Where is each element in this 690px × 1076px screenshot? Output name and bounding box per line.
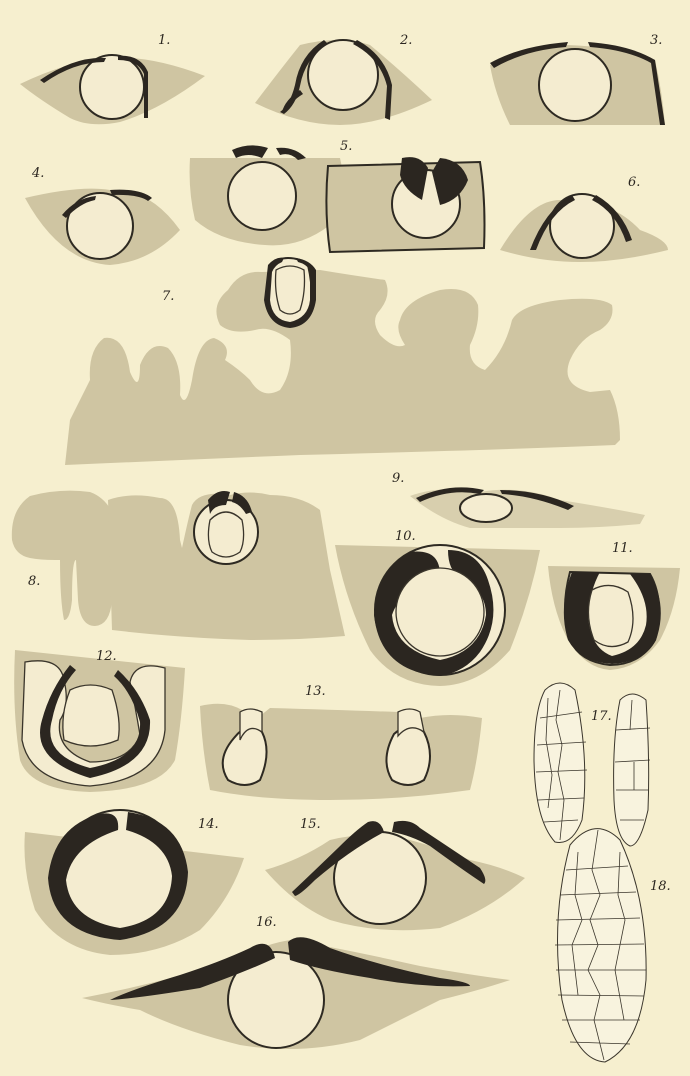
figure-number-17: 17. [591,709,612,724]
figure-number-10: 10. [395,529,416,544]
figure-number-13: 13. [305,684,326,699]
figure-number-15: 15. [300,817,321,832]
figure-number-3: 3. [650,33,662,48]
figure-number-9: 9. [392,471,404,486]
figure-number-16: 16. [256,915,277,930]
figure-number-1: 1. [158,33,170,48]
figure-number-2: 2. [399,33,412,48]
figure-5 [190,145,485,252]
figure-number-18: 18. [650,879,671,894]
figure-number-5: 5. [340,139,352,154]
figure-number-8: 8. [28,574,40,589]
figure-number-12: 12. [96,649,117,664]
figure-number-11: 11. [612,541,633,556]
figure-13 [200,704,482,800]
figure-number-4: 4. [31,166,44,181]
figure-3 [490,42,665,125]
figure-number-7: 7. [162,289,174,304]
figure-12 [14,650,185,792]
figure-number-14: 14. [198,817,219,832]
figure-number-6: 6. [628,175,640,190]
